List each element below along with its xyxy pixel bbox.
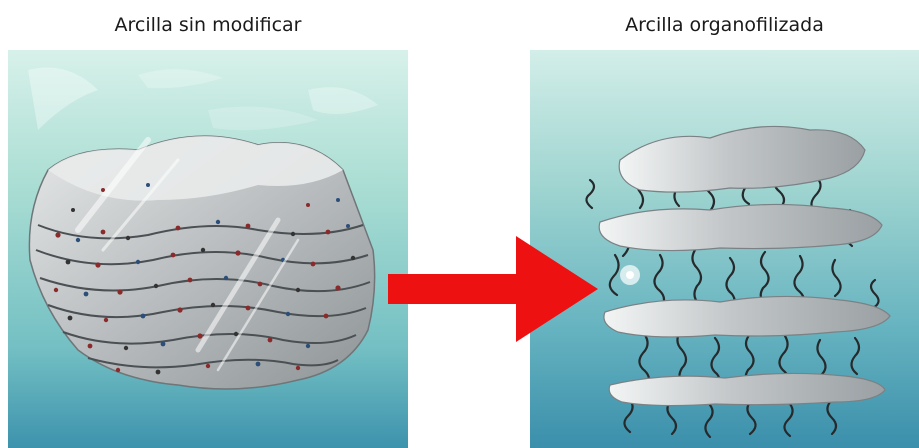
stacked-clay-layers-illustration [8,50,408,448]
left-panel-title: Arcilla sin modificar [8,14,408,36]
clay-sheet-2 [599,204,882,250]
unmodified-clay-panel [8,50,408,448]
light-sparkle [626,271,634,279]
right-arrow-icon [388,236,598,342]
clay-sheet-3 [604,296,890,336]
clay-sheet-4 [609,373,885,405]
right-panel-title: Arcilla organofilizada [530,14,919,36]
